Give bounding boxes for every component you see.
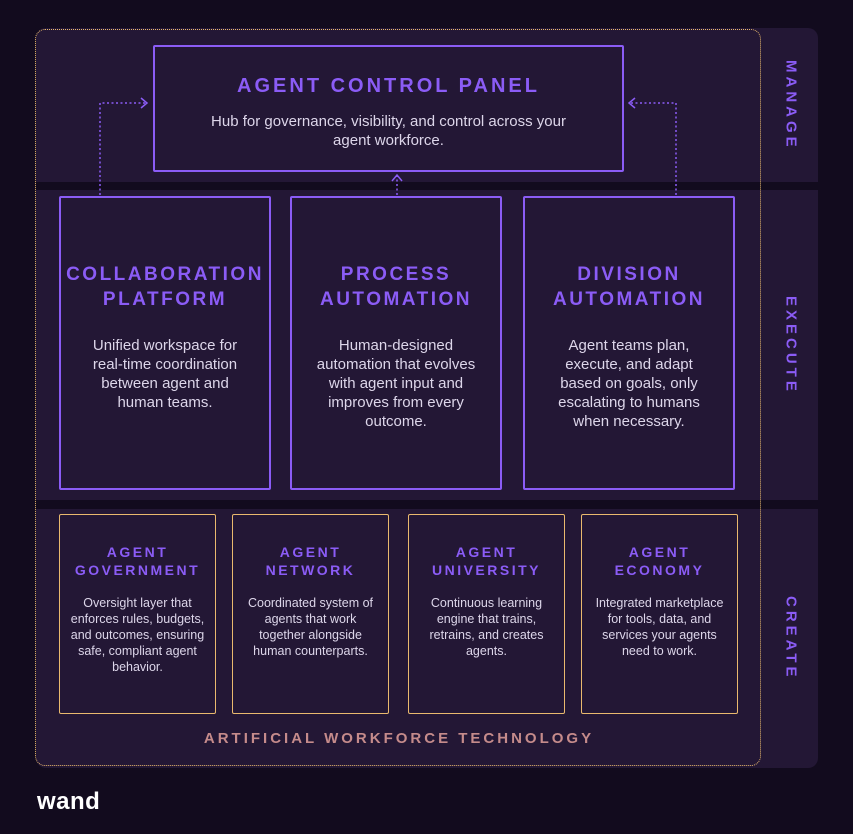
execute-layer-band [36, 190, 818, 500]
card-title: PROCESS AUTOMATION [319, 264, 472, 310]
card-description: Integrated marketplace for tools, data, … [595, 596, 724, 658]
arrowhead-left [140, 97, 149, 109]
control-panel-description: Hub for governance, visibility, and cont… [211, 113, 566, 149]
agent-network-card: AGENT NETWORK Coordinated system of agen… [232, 514, 389, 714]
layer-label-execute: EXECUTE [782, 295, 800, 395]
division-automation-card: DIVISION AUTOMATION Agent teams plan, ex… [523, 196, 735, 490]
agent-control-panel: AGENT CONTROL PANEL Hub for governance, … [153, 45, 624, 172]
card-title: AGENT ECONOMY [614, 544, 705, 578]
card-description: Oversight layer that enforces rules, bud… [70, 596, 205, 674]
connector-left [99, 102, 146, 195]
wand-logo: wand [37, 788, 101, 815]
manage-layer-band [36, 28, 818, 182]
card-title: AGENT NETWORK [265, 544, 356, 578]
arrowhead-right [627, 97, 636, 109]
card-description: Human-designed automation that evolves w… [316, 337, 476, 430]
collaboration-platform-card: COLLABORATION PLATFORM Unified workspace… [59, 196, 271, 490]
card-title: AGENT UNIVERSITY [431, 544, 541, 578]
card-title: COLLABORATION PLATFORM [66, 264, 264, 310]
foundation-label: ARTIFICIAL WORKFORCE TECHNOLOGY [203, 730, 595, 747]
layer-label-create: CREATE [782, 596, 800, 681]
create-layer-band [36, 509, 818, 768]
card-title: AGENT GOVERNMENT [74, 544, 201, 578]
layer-label-manage: MANAGE [782, 59, 800, 151]
card-description: Coordinated system of agents that work t… [247, 596, 374, 658]
agent-university-card: AGENT UNIVERSITY Continuous learning eng… [408, 514, 565, 714]
control-panel-title: AGENT CONTROL PANEL [237, 75, 540, 97]
card-title: DIVISION AUTOMATION [552, 264, 705, 310]
card-description: Agent teams plan, execute, and adapt bas… [558, 337, 700, 430]
process-automation-card: PROCESS AUTOMATION Human-designed automa… [290, 196, 502, 490]
card-description: Continuous learning engine that trains, … [429, 596, 544, 658]
agent-government-card: AGENT GOVERNMENT Oversight layer that en… [59, 514, 216, 714]
card-description: Unified workspace for real-time coordina… [92, 337, 238, 411]
arrowhead-center [391, 173, 403, 182]
connector-right [630, 102, 677, 195]
agent-economy-card: AGENT ECONOMY Integrated marketplace for… [581, 514, 738, 714]
